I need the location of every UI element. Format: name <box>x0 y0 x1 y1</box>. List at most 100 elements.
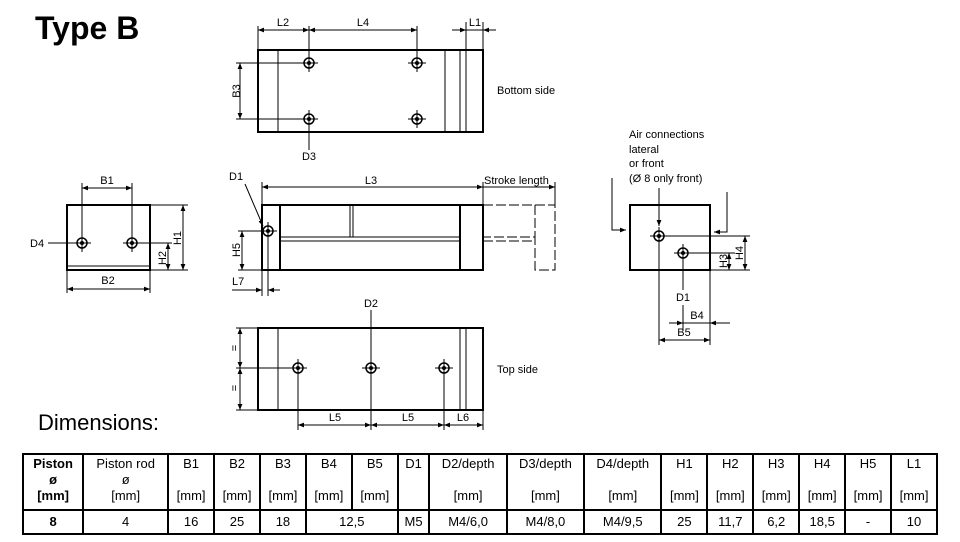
table-header-cell: D1 <box>396 453 431 511</box>
table-header-line: ø <box>49 472 58 487</box>
table-header-line: [mm] <box>222 488 252 503</box>
table-header-line <box>664 472 704 488</box>
cell-d4-depth: M4/9,5 <box>583 509 663 535</box>
air-connections-line-1: Air connections <box>629 129 705 141</box>
dim-label-l6: L6 <box>457 412 469 424</box>
cell-d3-depth: M4/8,0 <box>505 509 586 535</box>
table-header-line: [mm] <box>669 488 699 503</box>
dim-label-l5-right: L5 <box>402 412 414 424</box>
table-header-line <box>756 472 796 488</box>
dim-label-equal-top: = <box>229 345 241 351</box>
table-header-line <box>710 472 750 488</box>
dim-label-d3: D3 <box>302 151 316 163</box>
table-header-line: [mm] <box>453 488 483 503</box>
end-view: D4 B1 B2 H2 H1 <box>30 175 188 293</box>
table-header-cell: D2/depth [mm] <box>428 453 508 511</box>
table-header-line <box>171 472 211 488</box>
dim-label-h5: H5 <box>231 243 243 257</box>
table-header-line: D1 <box>405 456 422 471</box>
dim-label-l7: L7 <box>232 276 244 288</box>
table-header-line: [mm] <box>176 488 206 503</box>
table-header-cell: B4 [mm] <box>304 453 353 511</box>
table-header-cell: H2 [mm] <box>706 453 755 511</box>
table-header-line <box>848 472 888 488</box>
page-title: Type B <box>35 10 140 46</box>
cell-h5: - <box>844 509 893 535</box>
dim-label-d1-front: D1 <box>676 292 690 304</box>
cell-b3: 18 <box>258 509 307 535</box>
table-header-line: [mm] <box>111 488 141 503</box>
table-header-line <box>802 472 842 488</box>
cell-h1: 25 <box>660 509 709 535</box>
side-view: D1 L3 Stroke length H5 L7 <box>229 171 556 296</box>
table-header-line: [mm] <box>853 488 883 503</box>
dim-label-l4: L4 <box>357 17 369 29</box>
dim-label-d4: D4 <box>30 238 44 250</box>
dim-label-d2: D2 <box>364 298 378 310</box>
table-header-cell: B3 [mm] <box>258 453 307 511</box>
table-header-cell: B2 [mm] <box>213 453 261 511</box>
dim-label-l3: L3 <box>365 175 377 187</box>
table-header-line: [mm] <box>360 488 390 503</box>
cell-piston: 8 <box>21 509 85 535</box>
dim-label-h2: H2 <box>157 251 169 265</box>
table-header-line <box>894 472 934 488</box>
dim-label-h3: H3 <box>718 254 730 268</box>
table-header-line: Piston rod <box>96 456 155 471</box>
table-header-line <box>401 472 427 488</box>
air-connections-line-3: or front <box>629 158 664 170</box>
table-header-line: [mm] <box>807 488 837 503</box>
table-header-line: [mm] <box>314 488 344 503</box>
dim-label-l2: L2 <box>277 17 289 29</box>
table-header-line: ø <box>121 472 130 487</box>
table-header-cell: L1 [mm] <box>890 453 938 511</box>
cell-d2-depth: M4/6,0 <box>428 509 508 535</box>
table-header-line <box>432 472 503 488</box>
dim-label-h4: H4 <box>734 246 746 260</box>
top-side-label: Top side <box>497 364 538 376</box>
table-header-line <box>309 472 349 488</box>
table-header-line <box>510 472 581 488</box>
table-header-line: [mm] <box>899 488 929 503</box>
cell-d1: M5 <box>396 509 431 535</box>
table-header-line: D3/depth <box>519 456 572 471</box>
table-header-line: L1 <box>906 456 922 471</box>
dim-label-l5-left: L5 <box>329 412 341 424</box>
table-header-cell: H3 [mm] <box>752 453 801 511</box>
dim-label-b5: B5 <box>677 327 690 339</box>
cell-h2: 11,7 <box>706 509 755 535</box>
bottom-view: L2 L4 L1 B3 D3 Bottom side <box>231 17 555 163</box>
table-header-line: [mm] <box>37 488 69 503</box>
dimensions-heading: Dimensions: <box>38 410 160 435</box>
table-header-cell: H5 [mm] <box>844 453 893 511</box>
table-header-cell: H4 [mm] <box>798 453 847 511</box>
table-header-line: H5 <box>859 456 877 471</box>
table-header-line <box>355 472 395 488</box>
dim-label-d1-side: D1 <box>229 171 243 183</box>
dim-label-b2: B2 <box>101 275 114 287</box>
table-header-cell: H1 [mm] <box>660 453 709 511</box>
table-header-line: H1 <box>676 456 693 471</box>
dim-label-b1: B1 <box>100 175 113 187</box>
table-header-line: D2/depth <box>441 456 495 471</box>
table-header-line: D4/depth <box>596 456 650 471</box>
cell-b4-b5: 12,5 <box>304 509 399 535</box>
table-header-line: [mm] <box>761 488 791 503</box>
dim-label-equal-bottom: = <box>229 385 241 391</box>
table-header-line <box>401 488 427 504</box>
table-header-line: Piston <box>33 456 73 471</box>
table-header-line: [mm] <box>715 488 745 503</box>
table-header-line: H4 <box>813 456 831 471</box>
table-header-line: [mm] <box>268 488 298 503</box>
dim-label-b4: B4 <box>690 310 703 322</box>
table-row: 8 4 16 25 18 12,5 M5 M4/6,0 M4/8,0 M4/9,… <box>21 509 938 535</box>
table-header-line: [mm] <box>530 488 560 503</box>
table-header-cell: B5 [mm] <box>350 453 399 511</box>
table-header-line <box>263 472 303 488</box>
table-header-line: H3 <box>767 456 785 471</box>
table-header-line: B2 <box>229 456 245 471</box>
table-header-cell: B1 [mm] <box>167 453 216 511</box>
cell-b1: 16 <box>167 509 216 535</box>
